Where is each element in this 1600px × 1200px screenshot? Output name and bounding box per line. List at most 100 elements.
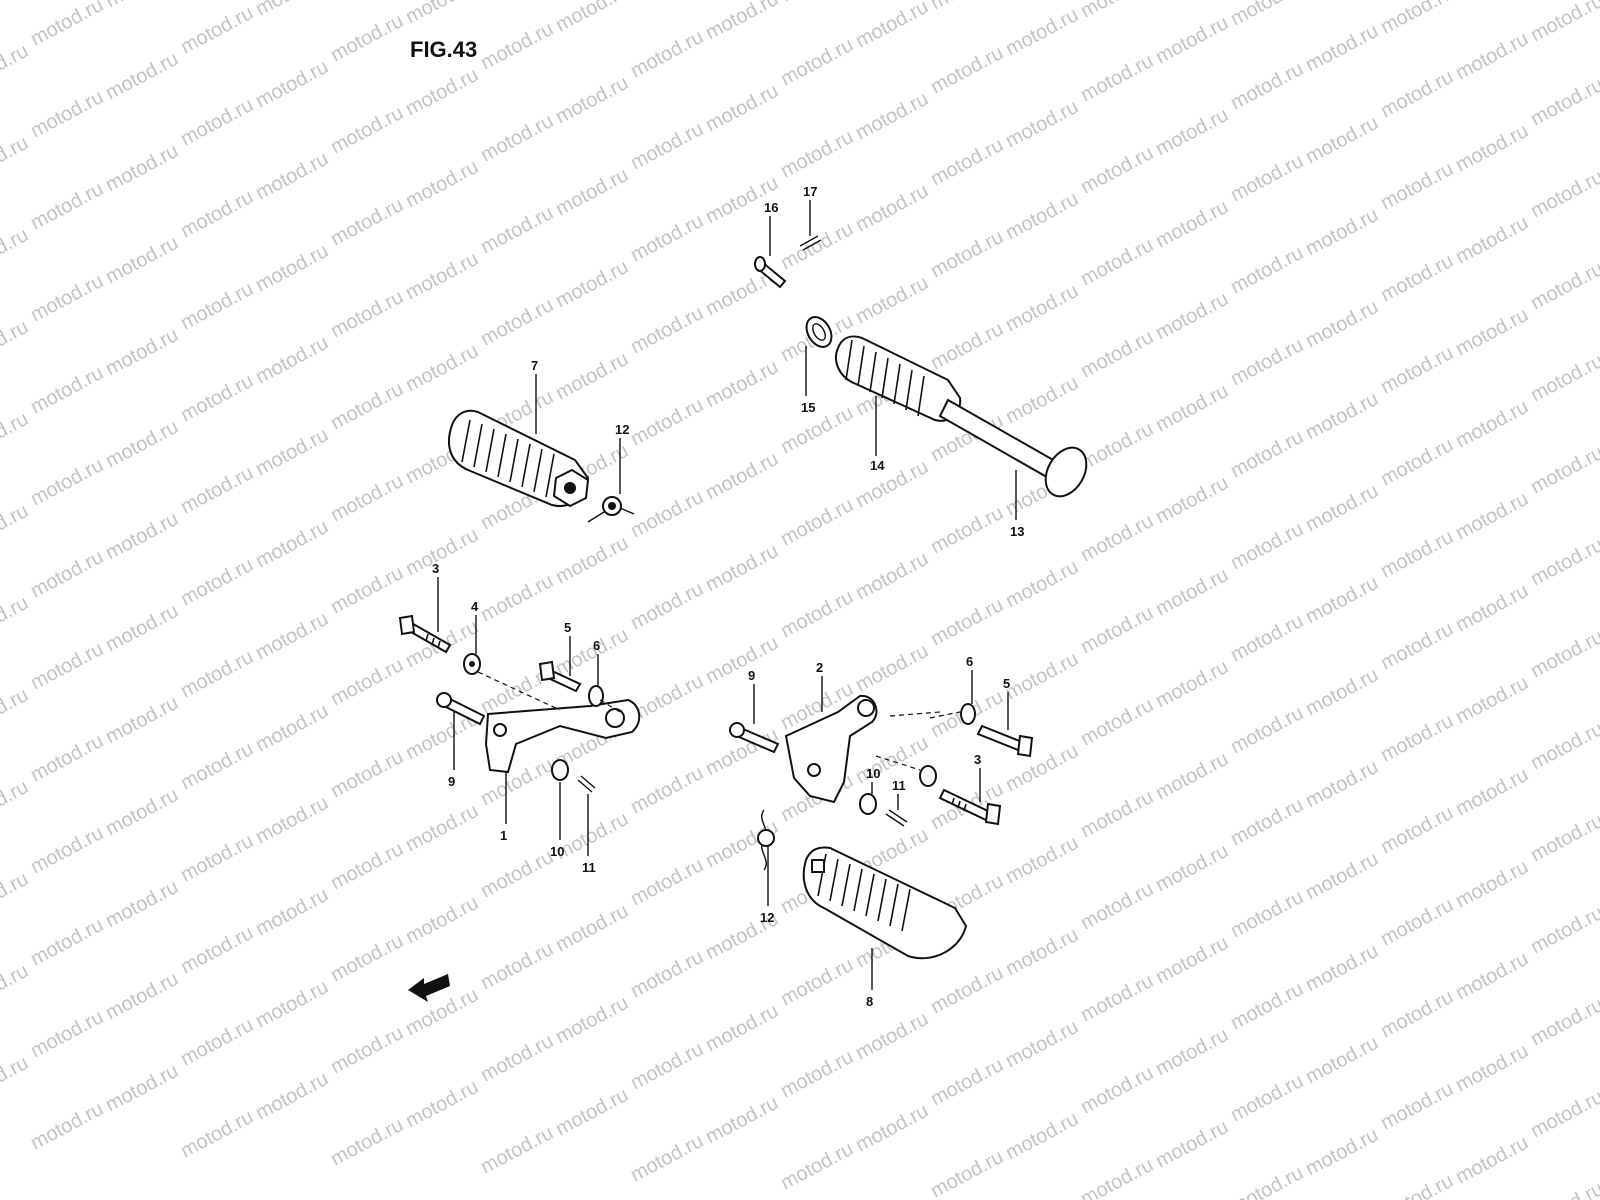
callout-label-9: 9 — [748, 668, 755, 683]
watermark-text: motod.ru — [552, 348, 632, 404]
callout-label-10: 10 — [550, 844, 564, 859]
watermark-text: motod.ru — [552, 0, 632, 36]
watermark-text: motod.ru — [102, 692, 182, 748]
watermark-text: motod.ru — [627, 210, 707, 266]
watermark-text: motod.ru — [1452, 856, 1532, 912]
watermark-text: motod.ru — [327, 746, 407, 802]
watermark-text: motod.ru — [0, 684, 32, 740]
watermark-text: motod.ru — [477, 294, 557, 350]
watermark-text: motod.ru — [852, 1008, 932, 1064]
watermark-text: motod.ru — [1152, 1116, 1232, 1172]
watermark-text: motod.ru — [1302, 204, 1382, 260]
watermark-text: motod.ru — [477, 1030, 557, 1086]
watermark-text: motod.ru — [1377, 1170, 1457, 1200]
watermark-text: motod.ru — [1302, 572, 1382, 628]
watermark-text: motod.ru — [327, 1114, 407, 1170]
watermark-text: motod.ru — [327, 10, 407, 66]
footpeg-bracket-right — [784, 694, 878, 804]
watermark-text: motod.ru — [927, 318, 1007, 374]
watermark-text: motod.ru — [177, 554, 257, 610]
watermark-text: motod.ru — [1002, 924, 1082, 980]
watermark-text: motod.ru — [1377, 0, 1457, 38]
watermark-text: motod.ru — [1002, 556, 1082, 612]
watermark-text: motod.ru — [1002, 280, 1082, 336]
bolt-5-right — [976, 724, 1034, 758]
watermark-text: motod.ru — [27, 1098, 107, 1154]
watermark-text: motod.ru — [177, 646, 257, 702]
watermark-text: motod.ru — [177, 830, 257, 886]
watermark-text: motod.ru — [1527, 994, 1600, 1050]
watermark-text: motod.ru — [1527, 810, 1600, 866]
watermark-text: motod.ru — [1152, 472, 1232, 528]
watermark-text: motod.ru — [102, 784, 182, 840]
nut-6-left — [588, 685, 604, 707]
watermark-text: motod.ru — [1077, 602, 1157, 658]
watermark-text: motod.ru — [252, 976, 332, 1032]
spring-upper — [587, 496, 635, 523]
watermark-text: motod.ru — [1452, 1040, 1532, 1096]
callout-label-11: 11 — [582, 860, 596, 875]
callout-label-15: 15 — [801, 400, 815, 415]
watermark-text: motod.ru — [177, 370, 257, 426]
callout-label-9: 9 — [448, 774, 455, 789]
watermark-text: motod.ru — [177, 278, 257, 334]
watermark-text: motod.ru — [852, 1100, 932, 1156]
watermark-text: motod.ru — [1002, 4, 1082, 60]
front-direction-arrow — [408, 974, 450, 1002]
watermark-text: motod.ru — [1302, 1124, 1382, 1180]
watermark-text: motod.ru — [252, 424, 332, 480]
watermark-text: motod.ru — [1077, 786, 1157, 842]
watermark-text: motod.ru — [1527, 626, 1600, 682]
watermark-text: motod.ru — [1527, 534, 1600, 590]
footpeg-bracket-left — [484, 698, 641, 774]
watermark-text: motod.ru — [102, 876, 182, 932]
watermark-text: motod.ru — [1377, 894, 1457, 950]
watermark-text: motod.ru — [1377, 434, 1457, 490]
watermark-text: motod.ru — [477, 938, 557, 994]
watermark-text: motod.ru — [1452, 396, 1532, 452]
assembly-line-right — [875, 711, 961, 771]
watermark-text: motod.ru — [252, 700, 332, 756]
watermark-text: motod.ru — [1077, 142, 1157, 198]
watermark-text: motod.ru — [102, 232, 182, 288]
watermark-text: motod.ru — [1302, 1032, 1382, 1088]
assembly-line-left — [477, 671, 621, 713]
watermark-text: motod.ru — [477, 18, 557, 74]
watermark-text: motod.ru — [852, 548, 932, 604]
watermark-text: motod.ru — [402, 524, 482, 580]
watermark-text: motod.ru — [1452, 120, 1532, 176]
watermark-text: motod.ru — [1152, 564, 1232, 620]
watermark-text: motod.ru — [102, 140, 182, 196]
watermark-text: motod.ru — [927, 226, 1007, 282]
watermark-text: motod.ru — [777, 494, 857, 550]
watermark-text: motod.ru — [1227, 702, 1307, 758]
watermark-text: motod.ru — [552, 900, 632, 956]
watermark-text: motod.ru — [0, 960, 32, 1016]
watermark-text: motod.ru — [27, 270, 107, 326]
watermark-text: motod.ru — [27, 638, 107, 694]
watermark-text: motod.ru — [327, 562, 407, 618]
watermark-text: motod.ru — [0, 592, 32, 648]
callout-label-6: 6 — [593, 638, 600, 653]
callout-label-14: 14 — [870, 458, 885, 473]
watermark-text: motod.ru — [402, 892, 482, 948]
watermark-text: motod.ru — [1452, 764, 1532, 820]
watermark-text: motod.ru — [27, 546, 107, 602]
watermark-text: motod.ru — [702, 1092, 782, 1148]
watermark-text: motod.ru — [27, 822, 107, 878]
watermark-text: motod.ru — [1527, 166, 1600, 222]
watermark-text: motod.ru — [1452, 672, 1532, 728]
watermark-text: motod.ru — [552, 992, 632, 1048]
watermark-text: motod.ru — [102, 600, 182, 656]
watermark-text: motod.ru — [27, 914, 107, 970]
callout-label-17: 17 — [803, 184, 817, 199]
watermark-text: motod.ru — [1152, 932, 1232, 988]
watermark-text: motod.ru — [777, 218, 857, 274]
watermark-text: motod.ru — [1377, 342, 1457, 398]
watermark-text: motod.ru — [27, 730, 107, 786]
watermark-text: motod.ru — [27, 86, 107, 142]
watermark-text: motod.ru — [1227, 886, 1307, 942]
